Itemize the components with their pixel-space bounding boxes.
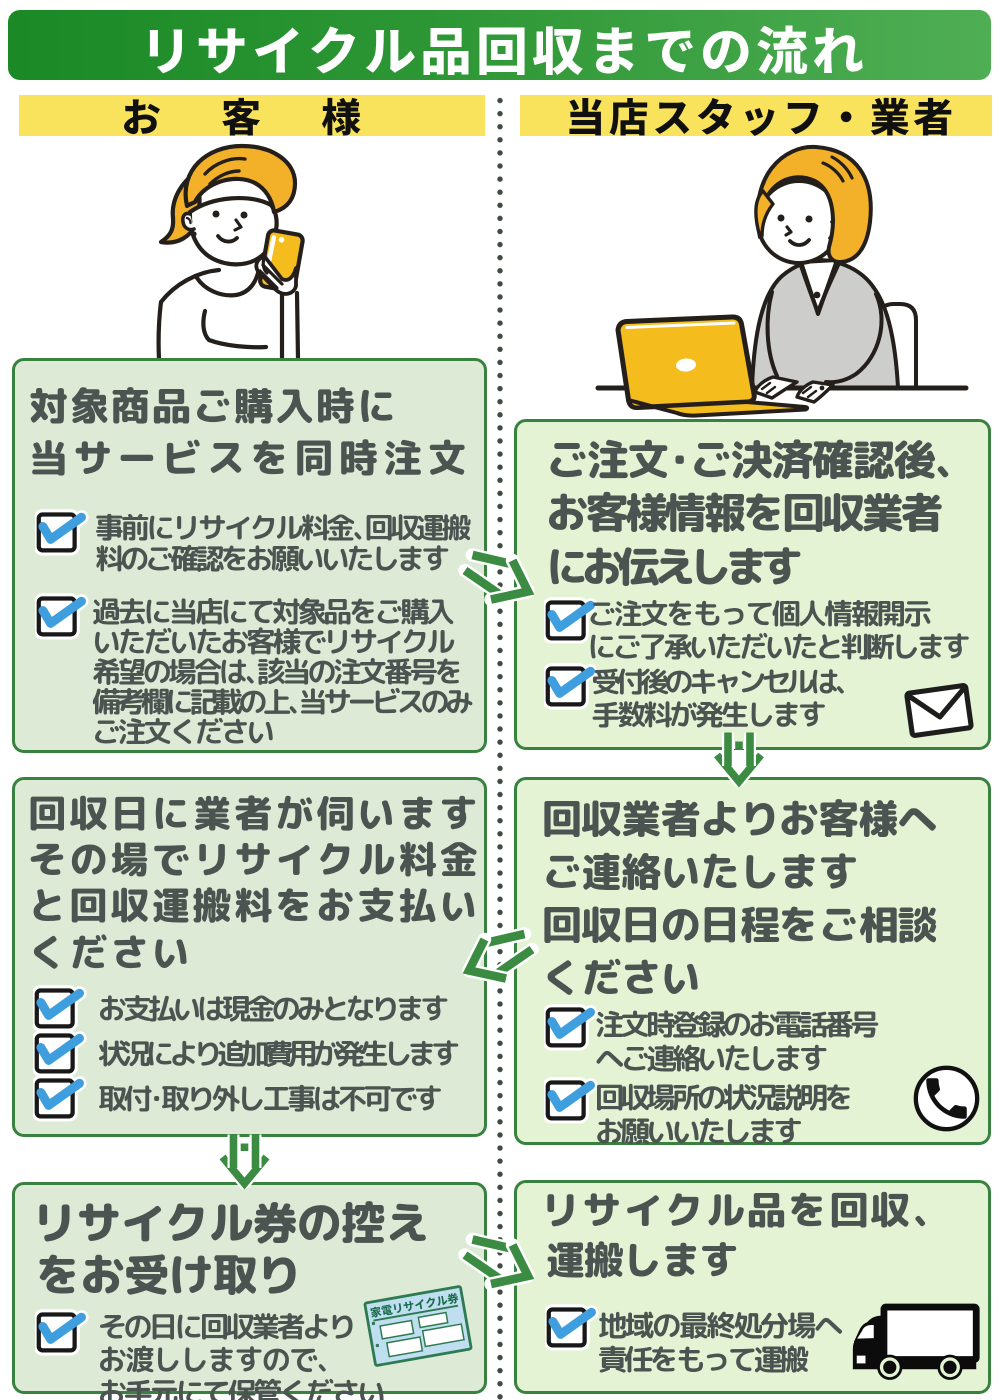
column-header-customer-label: お 客 様 (121, 86, 371, 144)
title-line: 回収日の日程をご相談 (542, 895, 938, 952)
title-line: ご注文・ご決済確認後、 (546, 428, 976, 489)
full-width-comma: 、 (911, 1183, 954, 1238)
recycle-ticket-icon: 家電リサイクル券 (363, 1285, 473, 1367)
arrow-staff1-down (712, 732, 766, 788)
staff-woman-at-laptop-illustration (595, 144, 969, 422)
step-box-staff-confirm: ご注文・ご決済確認後、お客様情報を回収業者にお伝えしますご注文をもって個人情報開… (514, 419, 991, 750)
checklist-text-line: 料のご確認をお願いいたします (94, 538, 450, 579)
title-line: 回収業者よりお客様へ (542, 789, 938, 846)
box-title: ご注文・ご決済確認後、お客様情報を回収業者にお伝えします (546, 428, 976, 596)
box-title: 回収日に業者が伺いますその場でリサイクル料金と回収運搬料をお支払いください (28, 786, 481, 979)
checklist-text-line: 地域の最終処分場へ (598, 1304, 844, 1346)
arrow-customer-to-staff-1 (458, 548, 535, 607)
title-line: にお伝えします (546, 535, 803, 596)
checklist-text-line: お渡ししますので、 (98, 1340, 345, 1381)
checklist-text: 状況により追加費用が発生します (98, 1033, 460, 1074)
checklist-text: 地域の最終処分場へ責任をもって運搬 (598, 1304, 844, 1380)
checklist-text-line: 回収場所の状況説明を (595, 1077, 854, 1119)
title-line: 回収日に業者が伺います (28, 786, 481, 840)
checklist-text-line: ご注文をもって個人情報開示 (587, 593, 933, 634)
middle-dot: ・ (658, 428, 701, 489)
phone-call-icon (913, 1065, 980, 1132)
checklist-text-line: お願いいたします (595, 1111, 803, 1153)
box-title: リサイクル券の控えをお受け取り (32, 1191, 430, 1306)
column-header-customer: お 客 様 (19, 95, 485, 136)
step-box-customer-ticket: リサイクル券の控えをお受け取りその日に回収業者よりお渡ししますので、お手元にて保… (12, 1182, 487, 1400)
checklist-text-line: その日に回収業者より (98, 1307, 357, 1348)
checklist-text-line: お手元にて保管ください (98, 1373, 386, 1400)
title-line: リサイクル品を回収、 (541, 1183, 954, 1238)
full-width-comma: 、 (244, 651, 273, 692)
checklist-text-line: 責任をもって運搬 (598, 1338, 809, 1380)
checklist-text: 過去に当店にて対象品をご購入いただいたお客様でリサイクル希望の場合は、該当の注文… (91, 591, 474, 752)
checklist-text-line: 受付後のキャンセルは、 (591, 661, 864, 702)
checklist-text: 回収場所の状況説明をお願いいたします (595, 1077, 854, 1153)
step-box-staff-contact: 回収業者よりお客様へご連絡いたします回収日の日程をご相談ください注文時登録のお電… (514, 777, 991, 1149)
mail-envelope-icon (904, 683, 974, 738)
title-line: と回収運搬料をお支払い (28, 879, 481, 933)
title-line: をお受け取り (36, 1244, 302, 1306)
full-width-comma: 、 (352, 507, 381, 548)
checklist-text-line: 取付・取り外し工事は不可です (98, 1078, 443, 1119)
checklist-text-line: 過去に当店にて対象品をご購入 (91, 591, 455, 632)
title-line: 対象商品ご購入時に (29, 378, 399, 433)
title-line: その場でリサイクル料金 (28, 833, 481, 887)
arrow-customer2-down (217, 1134, 272, 1190)
banner: リサイクル品回収までの流れ (8, 10, 991, 85)
column-header-staff: 当店スタッフ・業者 (520, 95, 992, 136)
arrow-staff-to-customer-2 (462, 927, 539, 986)
checklist-text: 事前にリサイクル料金、回収運搬料のご確認をお願いいたします (94, 507, 471, 579)
title-line: リサイクル券の控え (32, 1191, 430, 1254)
checklist-text-line: いただいたお客様でリサイクル (91, 621, 455, 662)
full-width-comma: 、 (834, 661, 864, 702)
checklist-text: その日に回収業者よりお渡ししますので、お手元にて保管ください (98, 1307, 386, 1400)
checklist-text-line: 状況により追加費用が発生します (98, 1033, 460, 1074)
box-title: 対象商品ご購入時に当サービスを同時注文 (29, 380, 472, 484)
checklist-text-line: 希望の場合は、該当の注文番号を (91, 651, 464, 692)
column-divider-dotted-line (495, 94, 505, 1400)
checklist-text-line: 備考欄に記載の上、当サービスのみ (91, 681, 474, 722)
checklist-text-line: 事前にリサイクル料金、回収運搬 (94, 507, 471, 548)
checklist-text: 注文時登録のお電話番号へご連絡いたします (595, 1004, 880, 1080)
box-title: 回収業者よりお客様へご連絡いたします回収日の日程をご相談ください (542, 789, 938, 1005)
step-box-customer-payment: 回収日に業者が伺いますその場でリサイクル料金と回収運搬料をお支払いくださいお支払… (12, 777, 487, 1137)
title-line: ご連絡いたします (542, 842, 859, 899)
checklist-text-line: にご了承いただいたと判断します (587, 626, 971, 667)
checklist-text: ご注文をもって個人情報開示にご了承いただいたと判断します (587, 593, 971, 667)
title-line: 当サービスを同時注文 (29, 430, 473, 485)
checklist-text-line: ご注文ください (91, 711, 275, 752)
checklist-text-line: お支払いは現金のみとなります (98, 988, 449, 1029)
title-line: お客様情報を回収業者 (546, 482, 943, 543)
full-width-comma: 、 (316, 1340, 345, 1381)
full-width-comma: 、 (933, 428, 976, 489)
delivery-truck-icon (852, 1303, 980, 1380)
column-header-staff-label: 当店スタッフ・業者 (565, 86, 957, 144)
middle-dot: ・ (142, 1078, 171, 1119)
title-line: 運搬します (546, 1232, 739, 1287)
title-line: ください (28, 925, 193, 979)
checklist-text: 取付・取り外し工事は不可です (98, 1078, 443, 1119)
checklist-text-line: へご連絡いたします (595, 1038, 829, 1080)
checklist-text-line: 注文時登録のお電話番号 (595, 1004, 880, 1046)
step-box-customer-order: 対象商品ご購入時に当サービスを同時注文事前にリサイクル料金、回収運搬料のご確認を… (12, 358, 487, 753)
checklist-text: お支払いは現金のみとなります (98, 988, 449, 1029)
checklist-text-line: 手数料が発生します (591, 694, 827, 735)
box-title: リサイクル品を回収、運搬します (541, 1183, 954, 1287)
full-width-comma: 、 (287, 681, 316, 722)
checklist-text: 受付後のキャンセルは、手数料が発生します (591, 661, 864, 735)
banner-title: リサイクル品回収までの流れ (139, 10, 868, 85)
arrow-customer-to-staff-3 (458, 1232, 535, 1291)
title-line: ください (542, 948, 701, 1005)
customer-woman-with-phone-illustration (156, 143, 305, 358)
